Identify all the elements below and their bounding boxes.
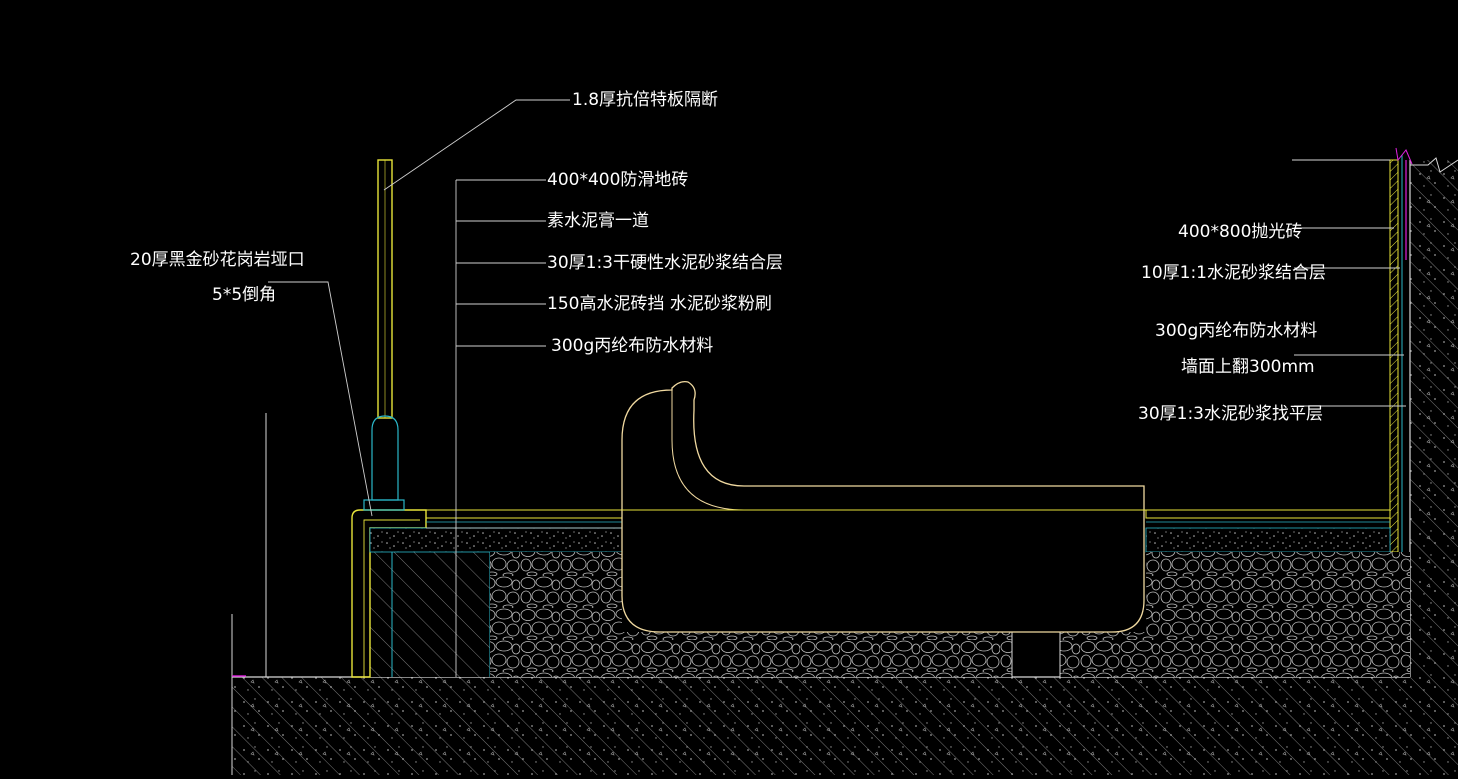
label-wall-bond: 10厚1:1水泥砂浆结合层 — [1141, 263, 1326, 283]
floor-mortar-left — [369, 527, 623, 553]
wall-right-break-line — [1410, 157, 1458, 173]
structural-wall-right-speckle — [1410, 160, 1458, 775]
wall-break-mark-top — [1395, 147, 1413, 165]
label-chamfer: 5*5倒角 — [212, 285, 277, 305]
floor-tile-right — [1145, 509, 1391, 519]
label-waterproof-right: 300g丙纶布防水材料 — [1155, 321, 1318, 341]
label-cement-paste: 素水泥膏一道 — [547, 211, 649, 231]
leader-partition — [383, 99, 570, 191]
leader-granite — [268, 281, 373, 517]
label-partition: 1.8厚抗倍特板隔断 — [572, 90, 719, 110]
pebble-fill-under-tub-b — [1060, 632, 1146, 677]
wall-tile-layer — [1389, 159, 1399, 553]
pebble-fill-left — [490, 552, 622, 677]
bathtub-outline — [621, 380, 1145, 633]
partition-foot — [363, 499, 405, 511]
label-bond-layer: 30厚1:3干硬性水泥砂浆结合层 — [547, 253, 783, 273]
label-floor-tile: 400*400防滑地砖 — [547, 170, 689, 190]
bathtub-inner-rim — [671, 390, 1144, 511]
label-leveling: 30厚1:3水泥砂浆找平层 — [1138, 404, 1323, 424]
partition-shoe — [371, 415, 399, 501]
cement-block-wall — [370, 530, 490, 677]
floor-tile-left — [425, 509, 623, 519]
pebble-fill-under-tub-a — [622, 632, 1012, 677]
floor-mortar-right — [1145, 527, 1391, 553]
granite-lip-inner — [363, 519, 420, 677]
label-cement-block: 150高水泥砖挡 水泥砂浆粉刷 — [547, 294, 772, 314]
pebble-fill-right — [1146, 552, 1410, 677]
label-waterproof-upturn: 墙面上翻300mm — [1181, 357, 1315, 377]
ground-slab-speckle — [232, 677, 1458, 775]
label-wall-tile: 400*800抛光砖 — [1178, 222, 1303, 242]
label-waterproof-left: 300g丙纶布防水材料 — [551, 336, 714, 356]
label-granite-lip: 20厚黑金砂花岗岩垭口 — [130, 250, 305, 270]
